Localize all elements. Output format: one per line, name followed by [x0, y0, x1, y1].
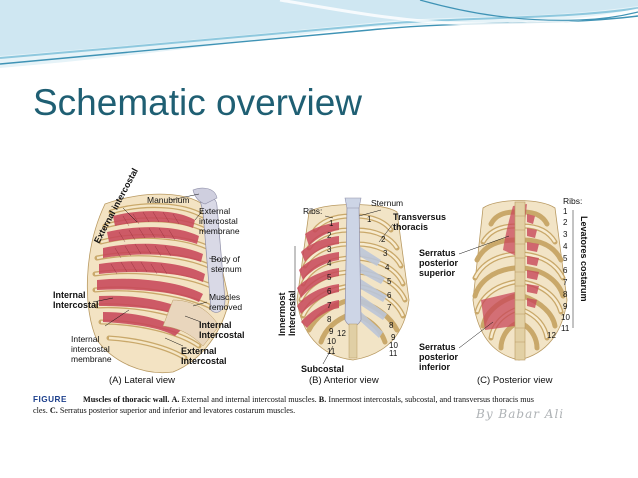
caption-a-key: A.	[171, 395, 180, 404]
label-ribs-b: Ribs:	[303, 206, 322, 216]
panel-c-caption: (C) Posterior view	[477, 375, 553, 386]
caption-b-text: Innermost intercostals, subcostal, and t…	[328, 395, 534, 404]
rib-number: 9	[563, 302, 568, 311]
rib-number: 8	[327, 315, 332, 324]
rib-number: 12	[337, 329, 346, 338]
rib-number: 3	[563, 230, 568, 239]
rib-number: 2	[327, 231, 332, 240]
caption-c-key: C.	[49, 406, 58, 415]
rib-number: 5	[327, 273, 332, 282]
rib-number: 10	[561, 313, 570, 322]
caption-a-text: External and internal intercostal muscle…	[181, 395, 317, 404]
rib-number: 1	[563, 207, 568, 216]
label-sternum: Sternum	[371, 198, 403, 208]
figure-label: FIGURE	[33, 395, 67, 404]
rib-number: 3	[383, 249, 388, 258]
rib-number: 6	[387, 291, 392, 300]
rib-number: 11	[389, 349, 398, 358]
panel-b-caption: (B) Anterior view	[309, 375, 379, 386]
label-subcostal: Subcostal	[301, 364, 344, 374]
rib-number: 9	[391, 333, 396, 342]
rib-number: 9	[329, 327, 334, 336]
rib-number: 2	[563, 218, 568, 227]
rib-number: 6	[563, 266, 568, 275]
rib-number: 11	[561, 324, 570, 333]
rib-number: 5	[387, 277, 392, 286]
rib-number: 5	[563, 254, 568, 263]
figure-caption: FIGURE Muscles of thoracic wall. A. Exte…	[33, 394, 605, 416]
anatomy-illustration: External intercostal Manubrium Externali…	[53, 166, 589, 386]
watermark: By Babar Ali	[476, 407, 565, 421]
rib-number: 8	[563, 290, 568, 299]
rib-number: 1	[367, 215, 372, 224]
rib-number: 10	[327, 337, 336, 346]
label-ribs-c: Ribs:	[563, 196, 582, 206]
header-waves-decoration	[0, 0, 638, 68]
caption-b-text-cont: cles.	[33, 406, 48, 415]
rib-number: 1	[329, 219, 334, 228]
rib-number: 4	[563, 242, 568, 251]
rib-number: 4	[385, 263, 390, 272]
panel-a-caption: (A) Lateral view	[109, 375, 175, 386]
label-manubrium: Manubrium	[147, 195, 190, 205]
rib-number: 6	[327, 287, 332, 296]
rib-number: 2	[381, 235, 386, 244]
rib-number: 3	[327, 245, 332, 254]
rib-number: 7	[387, 303, 392, 312]
rib-number: 4	[327, 259, 332, 268]
rib-number: 10	[389, 341, 398, 350]
rib-number: 8	[389, 321, 394, 330]
caption-c-text: Serratus posterior superior and inferior…	[59, 406, 296, 415]
label-levatores-costarum: Levatores costarum	[579, 216, 589, 302]
slide-title: Schematic overview	[33, 82, 363, 123]
caption-b-key: B.	[318, 395, 327, 404]
rib-number: 7	[563, 278, 568, 287]
panel-b-anterior-ribcage	[296, 197, 410, 361]
caption-head: Muscles of thoracic wall.	[82, 395, 170, 404]
rib-number: 7	[327, 301, 332, 310]
rib-number: 12	[547, 331, 556, 340]
label-innermost-intercostal: InnermostIntercostal	[277, 290, 297, 336]
rib-number: 11	[327, 347, 336, 356]
panel-a-lateral-ribcage	[86, 187, 230, 374]
